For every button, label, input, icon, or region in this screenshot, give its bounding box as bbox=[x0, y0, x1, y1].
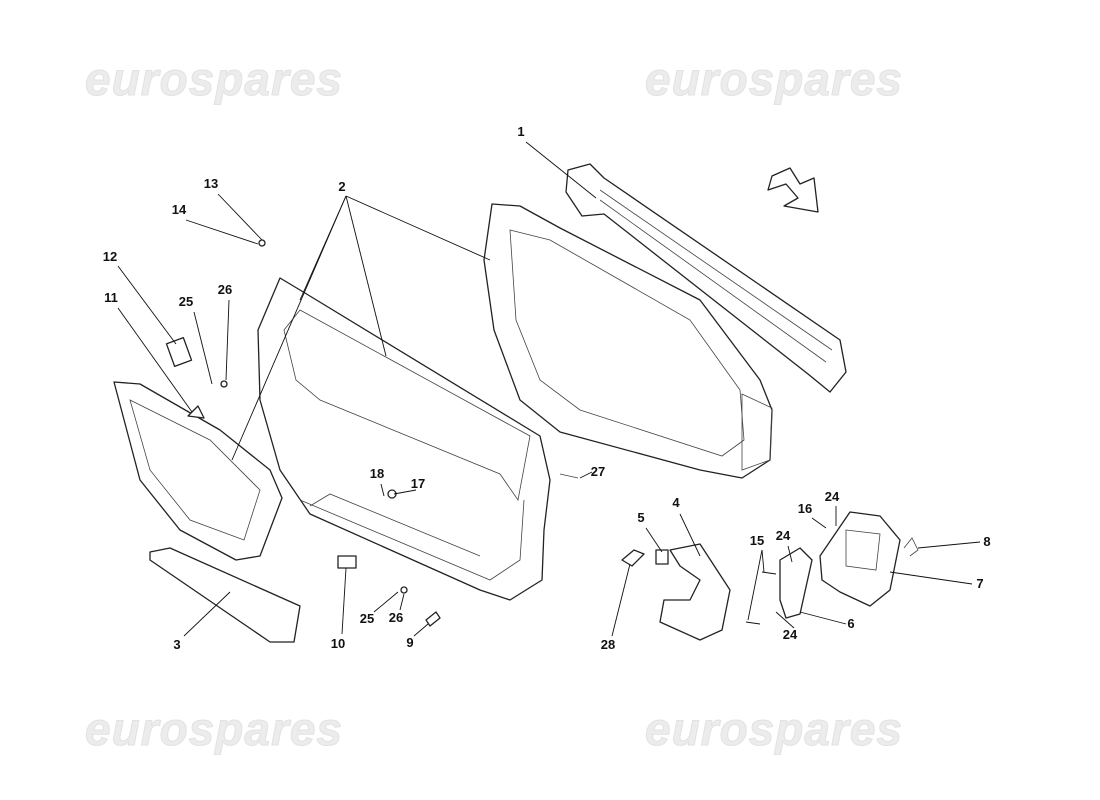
arrow-icon bbox=[767, 167, 819, 213]
leader-line bbox=[345, 195, 387, 357]
part-2-door-frame bbox=[483, 203, 773, 479]
callout-label-13: 13 bbox=[204, 176, 218, 191]
leader-line bbox=[747, 549, 763, 621]
leader-line bbox=[299, 195, 347, 301]
part-7-handle-mechanism bbox=[819, 511, 901, 607]
leader-line bbox=[799, 611, 847, 625]
part-11-pocket-panel bbox=[113, 381, 283, 561]
callout-label-26: 26 bbox=[218, 282, 232, 297]
leader-line bbox=[611, 563, 631, 637]
part-9-screw bbox=[425, 611, 441, 627]
leader-line bbox=[917, 541, 981, 549]
part-15-screw bbox=[745, 621, 761, 625]
callout-label-17: 17 bbox=[411, 476, 425, 491]
leader-line bbox=[217, 193, 263, 241]
part-15-screw bbox=[761, 571, 777, 575]
watermarks: eurospares eurospares eurospares eurospa… bbox=[85, 53, 903, 756]
callout-label-28: 28 bbox=[601, 637, 615, 652]
leader-line bbox=[185, 219, 259, 245]
callout-label-24: 24 bbox=[825, 489, 840, 504]
callout-label-11: 11 bbox=[104, 290, 118, 305]
leader-line bbox=[393, 489, 417, 495]
callout-label-12: 12 bbox=[103, 249, 117, 264]
watermark: eurospares bbox=[85, 703, 343, 755]
leader-line bbox=[413, 623, 429, 637]
leader-line bbox=[193, 311, 213, 385]
callout-label-7: 7 bbox=[976, 576, 983, 591]
callout-label-2: 2 bbox=[338, 179, 345, 194]
callout-label-10: 10 bbox=[331, 636, 345, 651]
callout-label-3: 3 bbox=[173, 637, 180, 652]
leader-line bbox=[341, 567, 347, 635]
callout-label-24: 24 bbox=[783, 627, 798, 642]
callout-label-27: 27 bbox=[591, 464, 605, 479]
leader-line bbox=[399, 593, 405, 611]
watermark: eurospares bbox=[645, 703, 903, 755]
leader-line bbox=[579, 471, 593, 479]
part-5-clip bbox=[655, 549, 669, 565]
part-4-handle-surround bbox=[659, 543, 731, 641]
leader-lines bbox=[117, 141, 981, 637]
part-26-nut bbox=[400, 586, 408, 594]
part-2-door-panel bbox=[257, 277, 551, 601]
part-8-spring bbox=[903, 537, 919, 557]
leader-line bbox=[787, 545, 793, 563]
callout-label-15: 15 bbox=[750, 533, 764, 548]
callout-label-18: 18 bbox=[370, 466, 384, 481]
part-26-nut bbox=[220, 380, 228, 388]
part-28-handle-cap bbox=[621, 549, 645, 567]
part-27-screw bbox=[559, 473, 579, 479]
leader-line bbox=[645, 527, 663, 553]
callout-label-5: 5 bbox=[637, 510, 644, 525]
part-14-screw bbox=[258, 239, 266, 247]
watermark: eurospares bbox=[645, 53, 903, 105]
leader-line bbox=[117, 307, 193, 413]
callout-label-1: 1 bbox=[517, 124, 524, 139]
leader-line bbox=[889, 571, 973, 585]
callout-label-4: 4 bbox=[672, 495, 680, 510]
leader-line bbox=[373, 591, 399, 613]
callout-label-26: 26 bbox=[389, 610, 403, 625]
part-3-pocket bbox=[149, 547, 301, 643]
watermark: eurospares bbox=[85, 53, 343, 105]
leader-line bbox=[679, 513, 701, 557]
callout-label-25: 25 bbox=[360, 611, 374, 626]
leader-line bbox=[225, 299, 230, 381]
callout-label-8: 8 bbox=[983, 534, 990, 549]
part-1-sill-trim bbox=[565, 163, 847, 393]
part-10-switch bbox=[337, 555, 357, 569]
leader-line bbox=[775, 611, 795, 629]
callout-label-25: 25 bbox=[179, 294, 193, 309]
leader-line bbox=[117, 265, 177, 345]
part-6-bracket bbox=[779, 547, 813, 619]
leader-line bbox=[761, 549, 765, 573]
callout-label-16: 16 bbox=[798, 501, 812, 516]
leader-line bbox=[380, 483, 385, 497]
callout-label-6: 6 bbox=[847, 616, 854, 631]
leader-line bbox=[183, 591, 231, 637]
leader-line bbox=[525, 141, 597, 199]
part-12-switch bbox=[165, 336, 193, 368]
leader-line bbox=[345, 195, 491, 261]
callout-label-9: 9 bbox=[406, 635, 413, 650]
callout-label-24: 24 bbox=[776, 528, 791, 543]
callout-label-14: 14 bbox=[172, 202, 187, 217]
part-11-clip bbox=[187, 405, 205, 419]
leader-line bbox=[811, 517, 827, 529]
